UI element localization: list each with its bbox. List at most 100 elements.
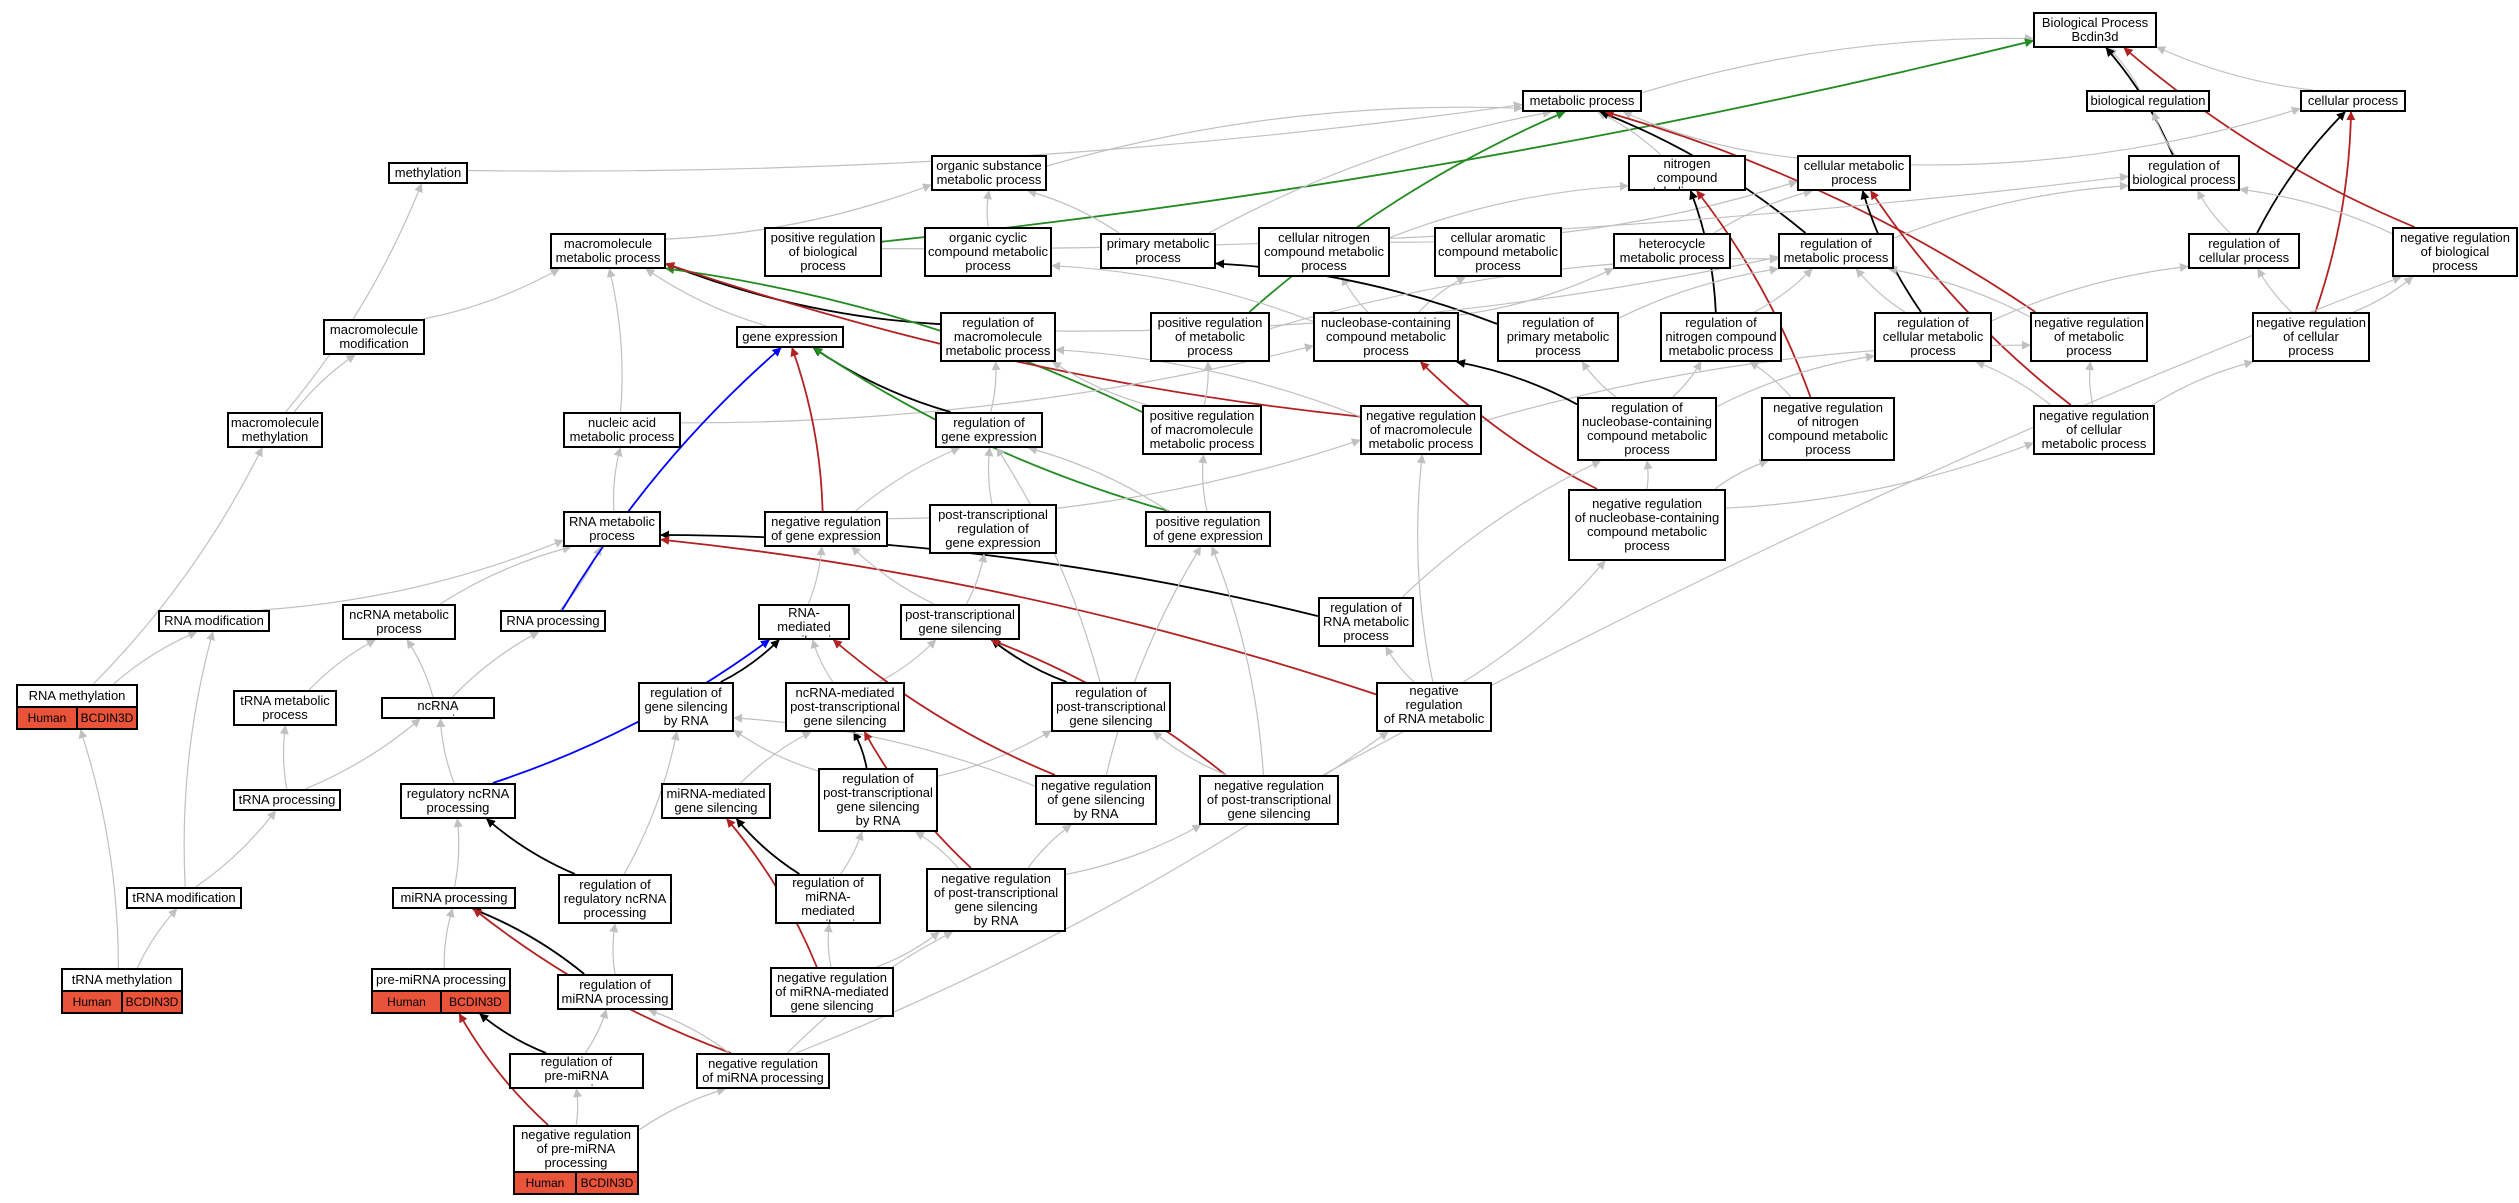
go-term-regulation-of-cellular-metabolic-process[interactable]: regulation of cellular metabolic process: [1874, 312, 1992, 362]
go-term-macromolecule-modification[interactable]: macromolecule modification: [323, 319, 425, 355]
go-term-macromolecule-metabolic-process[interactable]: macromolecule metabolic process: [550, 233, 666, 269]
edge-negregcell-to-cellular: [2314, 111, 2356, 313]
go-term-regulation-of-primary-metabolic-process[interactable]: regulation of primary metabolic process: [1497, 312, 1619, 362]
go-term-regulation-of-pre-mirna-processing[interactable]: regulation of pre-miRNA processing: [509, 1053, 644, 1089]
go-term-regulation-of-macromolecule-metabolic-process[interactable]: regulation of macromolecule metabolic pr…: [940, 312, 1056, 362]
go-term-label: heterocycle metabolic process: [1619, 236, 1725, 265]
go-term-negative-regulation-of-macromolecule-metabolic-process[interactable]: negative regulation of macromolecule met…: [1360, 405, 1482, 455]
go-term-regulation-of-post-transcriptional-gene-silencing[interactable]: regulation of post-transcriptional gene …: [1051, 682, 1171, 732]
edge-negreggsrna-to-posreggeneexp: [1105, 546, 1202, 776]
go-term-regulation-of-post-transcriptional-gene-silencing-by-rna[interactable]: regulation of post-transcriptional gene …: [818, 768, 938, 832]
edge-nucleobase-to-cellnitro: [1341, 276, 1369, 313]
go-term-regulation-of-cellular-process[interactable]: regulation of cellular process: [2188, 233, 2300, 269]
go-term-label: negative regulation of miRNA processing: [702, 1056, 824, 1085]
go-term-negative-regulation-of-metabolic-process[interactable]: negative regulation of metabolic process: [2030, 312, 2148, 362]
go-term-negative-regulation-of-gene-silencing-by-rna[interactable]: negative regulation of gene silencing by…: [1035, 775, 1157, 825]
edge-nucleobase-to-cellarom: [1418, 276, 1466, 313]
go-term-nucleic-acid-metabolic-process[interactable]: nucleic acid metabolic process: [563, 412, 681, 448]
go-term-negative-regulation-of-biological-process[interactable]: negative regulation of biological proces…: [2392, 227, 2518, 277]
go-term-metabolic-process[interactable]: metabolic process: [1522, 90, 1642, 112]
go-term-negative-regulation-of-rna-metabolic-process[interactable]: negative regulation of RNA metabolic pro…: [1376, 682, 1492, 732]
edge-negregbio-to-regbio: [2239, 185, 2393, 235]
go-term-positive-regulation-of-macromolecule-metabolic-process[interactable]: positive regulation of macromolecule met…: [1142, 405, 1262, 455]
go-term-post-transcriptional-regulation-of-gene-expression[interactable]: post-transcriptional regulation of gene …: [929, 504, 1057, 554]
go-term-label: regulatory ncRNA processing: [406, 786, 510, 815]
go-term-negative-regulation-of-cellular-process[interactable]: negative regulation of cellular process: [2252, 312, 2370, 362]
edge-reggeneexp-to-geneexp: [812, 347, 951, 413]
go-term-regulation-of-nitrogen-compound-metabolic-process[interactable]: regulation of nitrogen compound metaboli…: [1660, 312, 1782, 362]
go-term-label: post-transcriptional regulation of gene …: [938, 507, 1048, 550]
go-term-negative-regulation-of-gene-expression[interactable]: negative regulation of gene expression: [764, 511, 888, 547]
go-term-negative-regulation-of-post-transcriptional-gene-silencing-by-rna[interactable]: negative regulation of post-transcriptio…: [926, 868, 1066, 932]
go-term-biological-process-bcdin3d[interactable]: Biological Process Bcdin3d: [2033, 12, 2157, 48]
go-term-ncrna-metabolic-process[interactable]: ncRNA metabolic process: [342, 604, 456, 640]
go-term-regulation-of-rna-metabolic-process[interactable]: regulation of RNA metabolic process: [1318, 597, 1414, 647]
edge-negregcellmet-to-cellmet: [1870, 190, 2072, 406]
go-term-rna-mediated-gene-silencing[interactable]: RNA-mediated gene silencing: [758, 604, 850, 640]
go-term-positive-regulation-of-biological-process[interactable]: positive regulation of biological proces…: [764, 227, 882, 277]
go-term-regulation-of-metabolic-process[interactable]: regulation of metabolic process: [1778, 233, 1894, 269]
edge-rnamet-to-nucacid: [612, 447, 623, 512]
go-term-trna-modification[interactable]: tRNA modification: [126, 887, 242, 909]
go-term-positive-regulation-of-gene-expression[interactable]: positive regulation of gene expression: [1145, 511, 1271, 547]
go-term-cellular-metabolic-process[interactable]: cellular metabolic process: [1797, 155, 1911, 191]
go-term-regulation-of-gene-silencing-by-rna[interactable]: regulation of gene silencing by RNA: [638, 682, 734, 732]
go-term-label: macromolecule methylation: [230, 415, 320, 444]
go-term-negative-regulation-of-nucleobase-containing-compound-metabolic-process[interactable]: negative regulation of nucleobase-contai…: [1568, 489, 1726, 561]
edge-primary-to-metabolic: [1208, 109, 1552, 234]
edge-regptsilrna-to-ncrnasil: [853, 731, 868, 769]
edge-negregcellmet-to-negregmet: [2085, 361, 2094, 406]
go-term-ncrna-mediated-post-transcriptional-gene-silencing[interactable]: ncRNA-mediated post-transcriptional gene…: [785, 682, 905, 732]
go-term-organic-cyclic-compound-metabolic-process[interactable]: organic cyclic compound metabolic proces…: [924, 227, 1052, 277]
go-term-mirna-processing[interactable]: miRNA processing: [392, 887, 516, 909]
go-term-negative-regulation-of-pre-mirna-processing[interactable]: negative regulation of pre-miRNA process…: [513, 1125, 639, 1195]
go-term-macromolecule-methylation[interactable]: macromolecule methylation: [227, 412, 323, 448]
go-term-heterocycle-metabolic-process[interactable]: heterocycle metabolic process: [1613, 233, 1731, 269]
go-term-negative-regulation-of-nitrogen-compound-metabolic-process[interactable]: negative regulation of nitrogen compound…: [1761, 397, 1895, 461]
edge-nitrogen-to-metabolic: [1597, 111, 1662, 156]
go-term-label: negative regulation of biological proces…: [2400, 230, 2510, 273]
go-term-label: organic cyclic compound metabolic proces…: [928, 230, 1048, 273]
edge-trnamethyl-to-trnamod: [136, 908, 178, 969]
go-term-label: regulation of biological process: [2132, 158, 2236, 187]
go-term-post-transcriptional-gene-silencing[interactable]: post-transcriptional gene silencing: [900, 604, 1020, 640]
go-term-cellular-process[interactable]: cellular process: [2300, 90, 2406, 112]
edge-rnaproc-to-rnamet: [559, 546, 602, 611]
go-term-ncrna-processing[interactable]: ncRNA processing: [381, 697, 495, 719]
go-term-rna-processing[interactable]: RNA processing: [500, 610, 606, 632]
edge-regmirnasil-to-regptsilrna: [840, 831, 864, 875]
go-term-cellular-nitrogen-compound-metabolic-process[interactable]: cellular nitrogen compound metabolic pro…: [1258, 227, 1390, 277]
go-term-regulation-of-biological-process[interactable]: regulation of biological process: [2128, 155, 2240, 191]
go-term-primary-metabolic-process[interactable]: primary metabolic process: [1100, 233, 1216, 269]
go-term-organic-substance-metabolic-process[interactable]: organic substance metabolic process: [931, 155, 1047, 191]
go-term-gene-expression[interactable]: gene expression: [736, 326, 844, 348]
go-term-label: post-transcriptional gene silencing: [905, 607, 1015, 636]
go-term-regulation-of-nucleobase-containing-compound-metabolic-process[interactable]: regulation of nucleobase-containing comp…: [1577, 397, 1717, 461]
go-term-regulation-of-gene-expression[interactable]: regulation of gene expression: [935, 412, 1043, 448]
go-term-label: miRNA-mediated gene silencing: [666, 786, 766, 815]
go-term-positive-regulation-of-metabolic-process[interactable]: positive regulation of metabolic process: [1150, 312, 1270, 362]
go-term-trna-metabolic-process[interactable]: tRNA metabolic process: [233, 690, 337, 726]
go-term-rna-modification[interactable]: RNA modification: [158, 610, 270, 632]
go-term-negative-regulation-of-mirna-mediated-gene-silencing[interactable]: negative regulation of miRNA-mediated ge…: [770, 967, 894, 1017]
go-term-mirna-mediated-gene-silencing[interactable]: miRNA-mediated gene silencing: [661, 783, 771, 819]
go-term-negative-regulation-of-cellular-metabolic-process[interactable]: negative regulation of cellular metaboli…: [2033, 405, 2155, 455]
go-term-cellular-aromatic-compound-metabolic-process[interactable]: cellular aromatic compound metabolic pro…: [1434, 227, 1562, 277]
go-term-negative-regulation-of-post-transcriptional-gene-silencing[interactable]: negative regulation of post-transcriptio…: [1199, 775, 1339, 825]
go-term-regulation-of-mirna-processing[interactable]: regulation of miRNA processing: [557, 974, 673, 1010]
go-term-nitrogen-compound-metabolic-process[interactable]: nitrogen compound metabolic process: [1628, 155, 1746, 191]
go-term-regulation-of-mirna-mediated-gene-silencing[interactable]: regulation of miRNA-mediated gene silenc…: [775, 874, 881, 924]
go-term-regulatory-ncrna-processing[interactable]: regulatory ncRNA processing: [400, 783, 516, 819]
go-term-biological-regulation[interactable]: biological regulation: [2086, 90, 2210, 112]
go-term-regulation-of-regulatory-ncrna-processing[interactable]: regulation of regulatory ncRNA processin…: [558, 874, 672, 924]
go-term-nucleobase-containing-compound-metabolic-process[interactable]: nucleobase-containing compound metabolic…: [1313, 312, 1459, 362]
edge-negregpremirna-to-negregmirnaproc: [638, 1086, 727, 1131]
go-term-methylation[interactable]: methylation: [388, 162, 468, 184]
go-term-negative-regulation-of-mirna-processing[interactable]: negative regulation of miRNA processing: [696, 1053, 830, 1089]
go-term-rna-metabolic-process[interactable]: RNA metabolic process: [563, 511, 661, 547]
go-term-trna-processing[interactable]: tRNA processing: [233, 789, 341, 811]
